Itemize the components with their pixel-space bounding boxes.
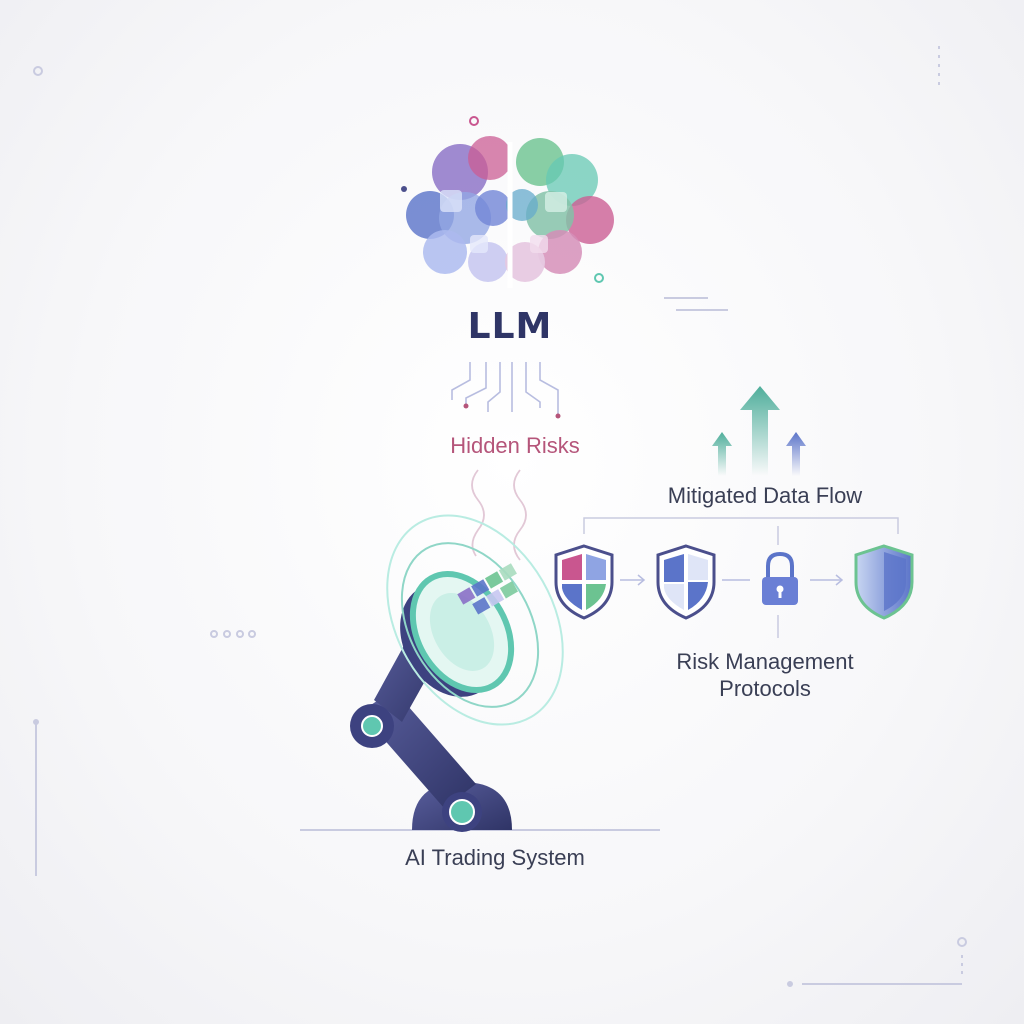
shield-icon — [656, 544, 716, 620]
signal-waves — [471, 469, 527, 561]
hidden-risks-label: Hidden Risks — [450, 433, 580, 458]
decorative-marks — [33, 46, 967, 987]
lock-icon — [762, 551, 798, 605]
protocols-label-line-2: Protocols — [719, 676, 811, 701]
llm-connectors — [451, 362, 561, 419]
shield-icon — [854, 544, 914, 620]
up-arrow-icon — [712, 386, 806, 476]
llm-label: LLM — [467, 306, 553, 347]
mitigated-data-flow-label: Mitigated Data Flow — [667, 483, 863, 508]
flow-bracket — [583, 517, 899, 638]
shield-icon — [554, 544, 614, 620]
brain-icon — [401, 116, 614, 288]
ai-trading-system-label: AI Trading System — [405, 845, 585, 870]
flow-arrow — [810, 574, 844, 586]
antenna-icon — [300, 514, 660, 832]
protocols-label-line-1: Risk Management — [676, 649, 854, 674]
flow-arrow — [620, 574, 646, 586]
risk-management-protocols-label: Risk Management Protocols — [640, 648, 890, 702]
